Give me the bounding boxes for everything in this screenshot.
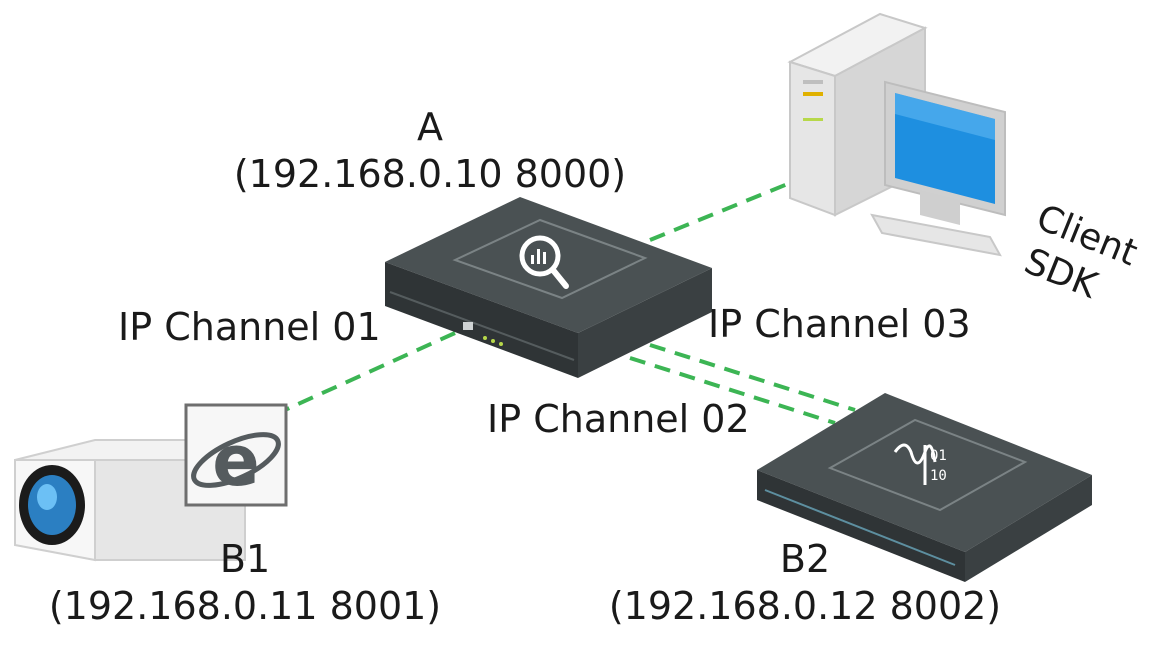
node-a-address: (192.168.0.10 8000)	[233, 152, 627, 196]
nvr-b2-device: 01 10	[757, 393, 1092, 582]
svg-text:01: 01	[930, 448, 947, 464]
svg-text:e: e	[212, 420, 259, 502]
link-a-client	[649, 181, 791, 242]
desktop-computer-icon	[787, 12, 1006, 257]
svg-text:10: 10	[930, 468, 947, 484]
ip-channel-01-label: IP Channel 01	[118, 305, 381, 349]
node-a-name: A	[417, 105, 443, 149]
ie-browser-icon: e	[184, 403, 288, 507]
node-b1-address: (192.168.0.11 8001)	[48, 584, 442, 628]
nvr-codec-icon	[893, 443, 937, 485]
node-b1-name: B1	[219, 537, 271, 581]
ip-channel-02-label: IP Channel 02	[487, 397, 750, 441]
nvr-a-device	[385, 197, 712, 378]
ip-channel-03-label: IP Channel 03	[708, 302, 971, 346]
node-b2-name: B2	[779, 537, 831, 581]
nvr-search-icon	[519, 235, 569, 289]
link-a-b2-lower	[629, 356, 836, 425]
node-b2-address: (192.168.0.12 8002)	[608, 584, 1002, 628]
link-a-b2-upper	[649, 343, 856, 412]
link-a-b1	[284, 331, 456, 412]
